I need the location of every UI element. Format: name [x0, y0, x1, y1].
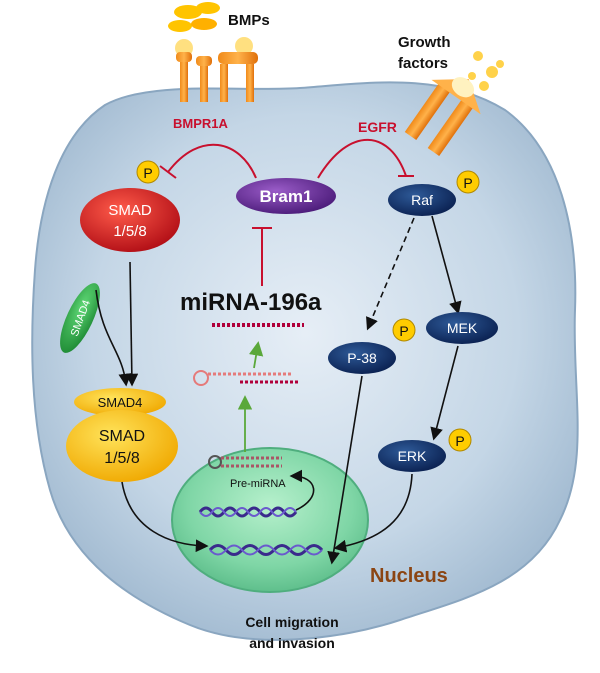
dna-helix-lower-b [209, 544, 323, 556]
arrow-smad-complex-to-dna [121, 481, 209, 553]
smad4-complex-node [74, 388, 166, 416]
bmp-ligand-cluster [168, 2, 220, 32]
phospho-raf [456, 170, 480, 194]
smad4-free-node [60, 283, 100, 353]
arrow-smad158-to-complex [125, 261, 139, 387]
arrow-smad4-to-complex [95, 289, 132, 387]
arrow-mek-to-erk [430, 345, 459, 441]
mek-node [426, 312, 498, 344]
arrow-erk-to-dna [333, 473, 413, 553]
phospho-smad158-top-label: P [143, 165, 152, 181]
mirna-title: miRNA-196a [180, 289, 322, 316]
phospho-erk-label: P [455, 433, 464, 449]
mirna-duplex [193, 370, 300, 386]
nucleus-label: Nucleus [370, 565, 448, 587]
outcome-line1: Cell migration [245, 614, 338, 630]
p38-node [328, 342, 396, 374]
arrow-p38-to-dna [327, 375, 363, 565]
smad158-top-node [80, 188, 180, 252]
smad158-bottom-line1: SMAD [99, 428, 145, 445]
pre-mirna-hairpin [208, 455, 282, 469]
bmpr1a-receptor [175, 37, 258, 102]
phospho-p38 [392, 318, 416, 342]
phospho-smad158-top [136, 160, 160, 184]
growth-factors-label-line1: Growth [398, 34, 451, 51]
erk-node [378, 440, 446, 472]
arrow-duplex-to-mature [249, 341, 264, 369]
egfr-receptor [404, 77, 481, 157]
smad158-bottom-line2: 1/5/8 [104, 450, 140, 467]
phospho-p38-label: P [399, 323, 408, 339]
bram1-label: Bram1 [260, 187, 313, 206]
raf-label: Raf [411, 192, 433, 208]
pre-mirna-label: Pre-miRNA [230, 478, 286, 490]
bmps-label: BMPs [228, 12, 270, 29]
bmpr1a-label: BMPR1A [173, 116, 229, 131]
growth-factors-label-line2: factors [398, 55, 448, 72]
egfr-label: EGFR [358, 119, 397, 135]
inhibition-links [159, 139, 414, 286]
bram1-node [236, 178, 336, 214]
smad4-complex-label: SMAD4 [98, 395, 143, 410]
phospho-erk [448, 428, 472, 452]
phospho-raf-label: P [463, 175, 472, 191]
dna-helix-lower [208, 544, 324, 556]
mek-label: MEK [447, 320, 478, 336]
nucleus-body [171, 447, 369, 593]
arrow-raf-to-mek [431, 215, 462, 315]
smad158-top-line2: 1/5/8 [113, 223, 146, 240]
smad158-bottom-node [66, 410, 178, 482]
dna-helix-upper-b [199, 507, 297, 517]
outcome-line2: and invasion [249, 635, 335, 651]
smad158-top-line1: SMAD [108, 202, 152, 219]
growth-factor-ligands [468, 51, 504, 91]
erk-label: ERK [398, 448, 427, 464]
raf-node [388, 184, 456, 216]
p38-label: P-38 [347, 350, 377, 366]
arrow-dna-to-premirna [289, 469, 315, 511]
